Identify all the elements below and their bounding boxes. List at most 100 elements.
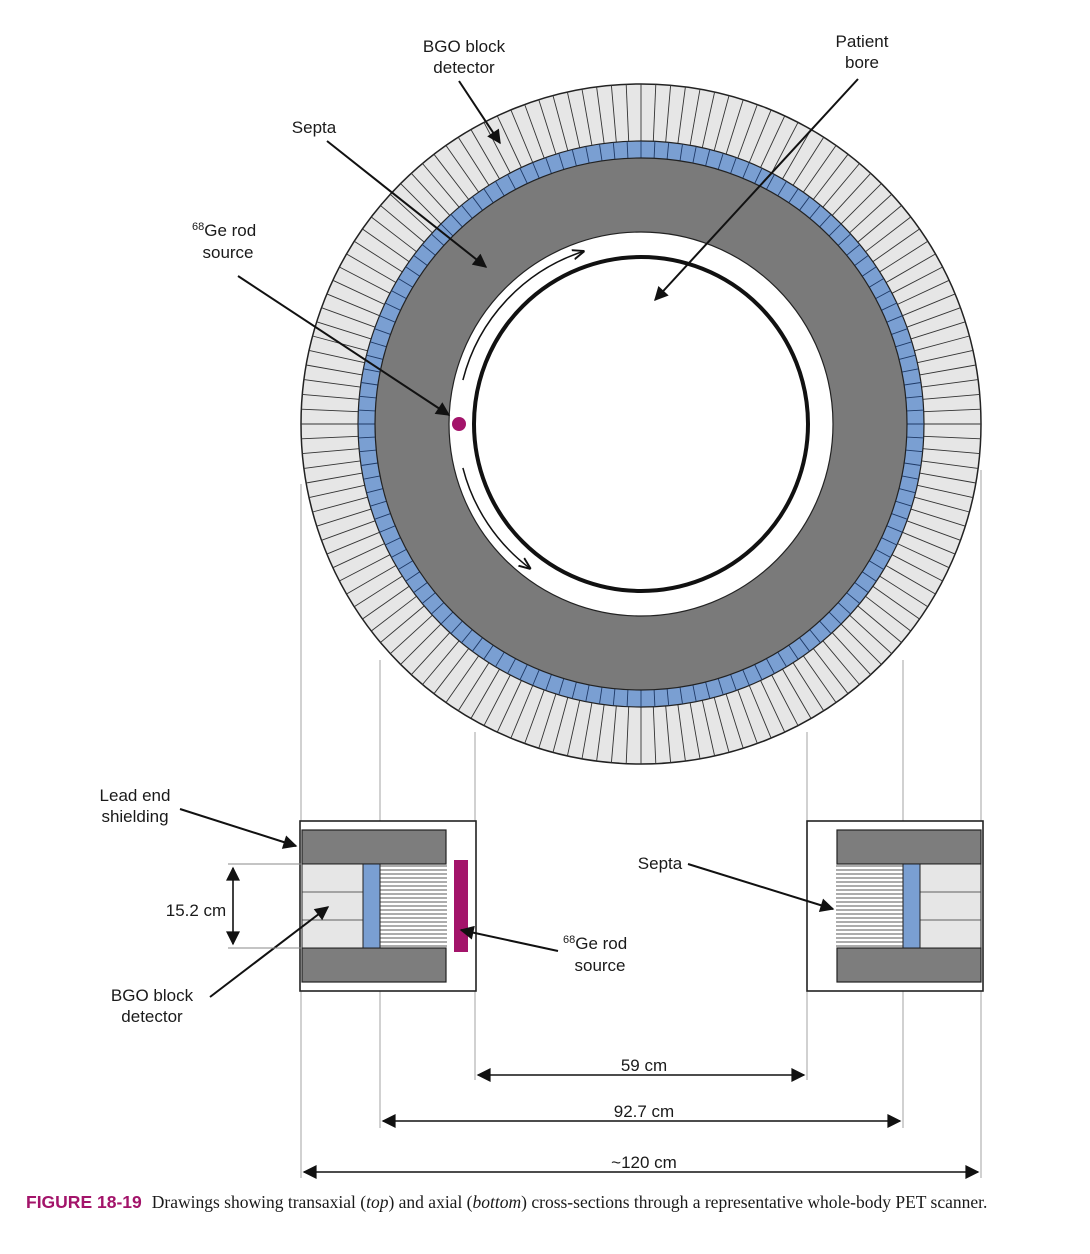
leader-ge-top <box>237 275 451 416</box>
detector-block-divider <box>822 163 860 208</box>
crystal-divider <box>861 266 877 277</box>
detector-block-divider <box>760 115 786 168</box>
crystal-divider <box>705 681 711 699</box>
detector-block-divider <box>566 92 581 148</box>
detector-block-divider <box>321 307 376 328</box>
detector-block-divider <box>897 543 950 569</box>
crystal-divider <box>717 678 724 695</box>
crystal-divider <box>891 328 908 335</box>
crystal-divider <box>413 582 428 593</box>
detector-block-divider <box>917 484 973 499</box>
crystal-divider <box>363 475 381 480</box>
crystal-divider <box>868 278 884 288</box>
crystal-divider <box>385 537 401 546</box>
crystal-divider <box>717 153 724 170</box>
caption-em-bottom: bottom <box>472 1192 522 1212</box>
detector-block-divider <box>309 484 365 499</box>
rotation-arrow-upper <box>462 251 584 381</box>
detector-block-divider <box>400 183 442 225</box>
crystal-divider <box>483 188 494 204</box>
detector-block-divider <box>802 655 837 703</box>
detector-block-divider <box>812 154 849 200</box>
transaxial-view <box>300 83 982 765</box>
detector-block-divider <box>665 85 672 143</box>
detector-block-segments <box>301 84 981 764</box>
detector-block-divider <box>771 674 799 726</box>
detector-block-divider <box>389 193 433 234</box>
label-ge-bottom-1: 68Ge rod <box>563 934 627 953</box>
detector-block-divider <box>346 565 397 595</box>
crystal-divider <box>358 409 376 412</box>
detector-block-divider <box>306 364 363 376</box>
detector-block-divider <box>923 435 981 440</box>
detector-block-divider <box>831 172 872 216</box>
detector-block-divider <box>792 662 825 712</box>
detector-block-divider <box>581 702 593 759</box>
detector-block-divider <box>371 216 417 253</box>
septa-right <box>836 865 903 947</box>
crystal-divider <box>585 684 590 702</box>
crystal-divider <box>532 669 540 686</box>
crystal-divider <box>906 409 924 412</box>
detector-block-divider <box>921 379 979 388</box>
detector-block-divider <box>748 109 772 163</box>
detector-block-divider <box>849 614 893 655</box>
crystal-divider <box>366 488 384 494</box>
label-dim-outer: ~120 cm <box>611 1153 677 1172</box>
crystal-divider <box>875 549 891 558</box>
dim-axial-fov <box>226 863 302 949</box>
detector-block-divider <box>782 668 812 719</box>
crystal-divider <box>472 196 483 211</box>
detector-block-divider <box>362 585 410 620</box>
detector-block-divider <box>422 163 460 208</box>
detector-block-divider <box>910 321 966 340</box>
crystal-divider <box>391 549 407 558</box>
crystal-divider <box>891 513 908 520</box>
crystal-divider <box>405 571 421 582</box>
detector-block-divider <box>919 364 976 376</box>
crystal-segments <box>358 141 924 707</box>
detector-block-divider <box>812 648 849 694</box>
detector-block-divider <box>332 543 385 569</box>
crystal-divider <box>809 629 821 644</box>
detector-block-divider <box>610 85 617 143</box>
detector-block-divider <box>922 448 980 455</box>
detector-block-divider <box>625 84 630 142</box>
crystal-divider <box>398 278 414 288</box>
figure-label: FIGURE 18-19 <box>26 1192 142 1212</box>
crystal-divider <box>519 664 528 680</box>
detector-block-divider <box>306 472 363 484</box>
detector-block-divider <box>879 575 929 608</box>
crystal-divider <box>405 266 421 277</box>
crystal-divider <box>854 582 869 593</box>
crystal-divider <box>788 644 799 660</box>
crystal-divider <box>886 525 903 533</box>
crystal-divider <box>599 144 603 161</box>
detector-block-divider <box>701 92 716 148</box>
patient-bore-wall <box>472 255 810 593</box>
crystal-divider <box>730 157 737 174</box>
detector-block-divider <box>410 632 451 676</box>
crystal-divider <box>895 500 912 507</box>
crystal-divider <box>519 168 528 184</box>
detector-block-divider <box>857 205 902 243</box>
crystal-right <box>902 863 921 949</box>
detector-block-divider <box>792 136 825 186</box>
detector-block-divider <box>326 293 380 317</box>
crystal-divider <box>450 620 463 635</box>
crystal-divider <box>450 213 463 228</box>
detector-block-divider <box>316 321 372 340</box>
detector-block-divider <box>872 585 920 620</box>
detector-block-divider <box>902 531 956 555</box>
crystal-divider <box>861 571 877 582</box>
crystal-divider <box>837 233 852 246</box>
crystal-divider <box>545 157 552 174</box>
detector-block-divider <box>596 704 605 762</box>
crystal-divider <box>809 204 821 219</box>
detector-block-divider <box>872 228 920 263</box>
detector-block-divider <box>410 172 451 216</box>
detector-block-divider <box>316 508 372 527</box>
detector-block-divider <box>457 136 490 186</box>
detector-block-divider <box>309 349 365 364</box>
